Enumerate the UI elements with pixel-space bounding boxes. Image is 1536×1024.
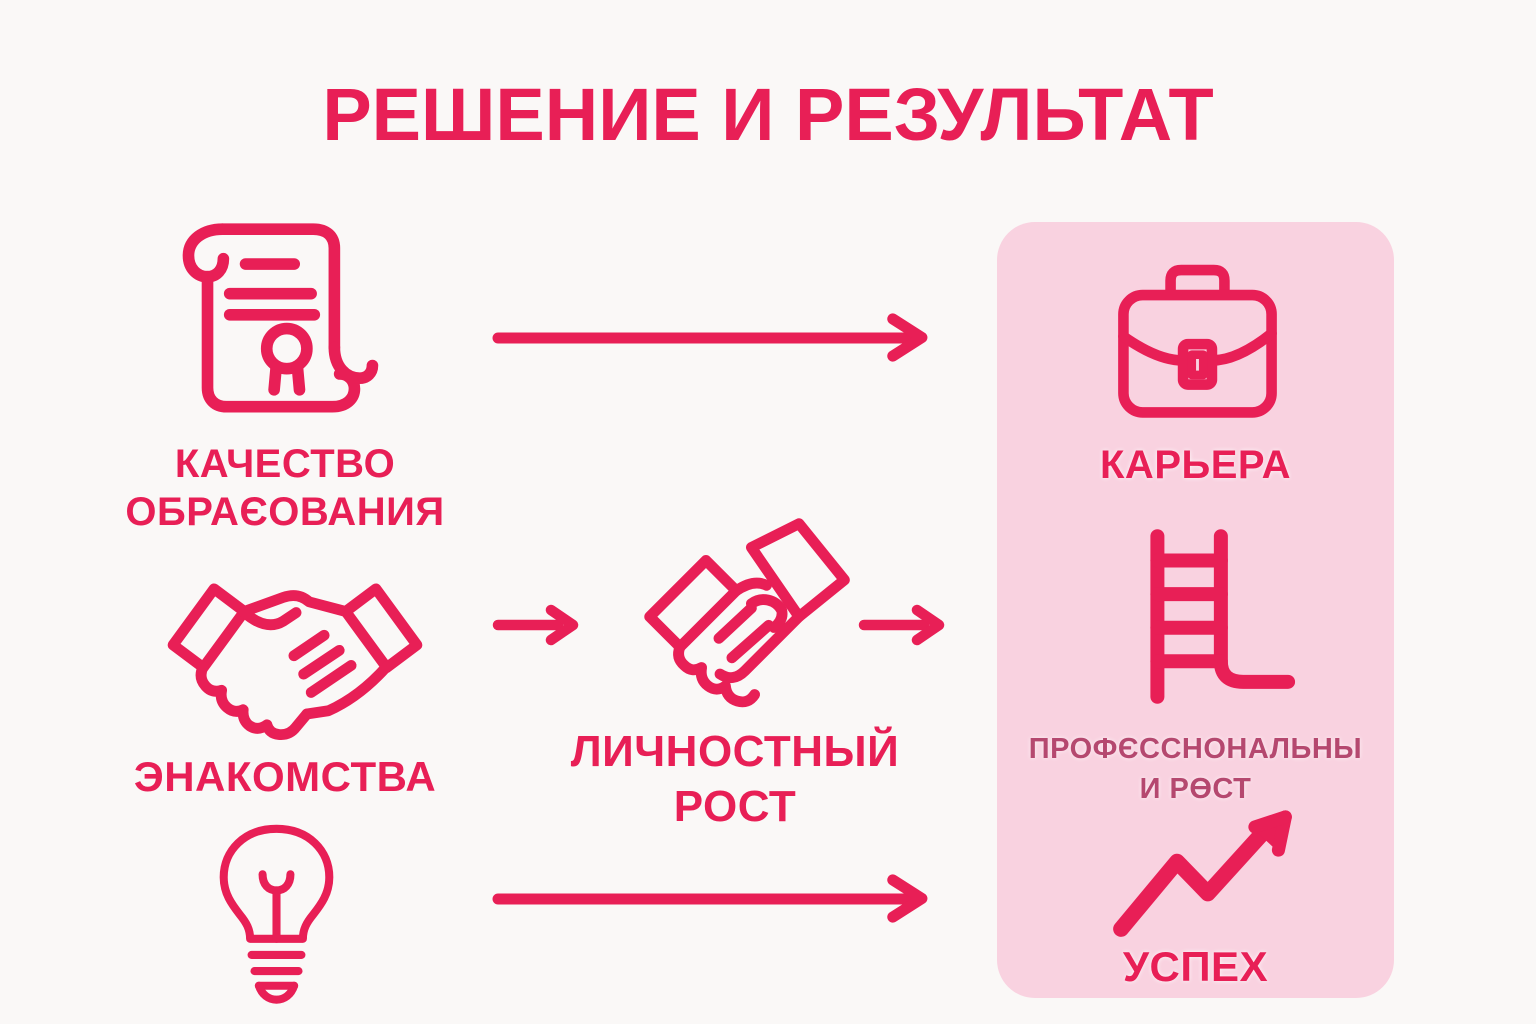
education-label-line2: ОБРАЄОВАНИЯ [125,490,445,534]
professional-growth-label-line1: ПРОФЄССНОНАЛЬНЫ [1028,733,1363,765]
handshake-icon [145,550,445,755]
success-label: УСПЕХ [1122,943,1269,990]
lightbulb-icon [203,820,350,1018]
handshake-icon [597,515,869,753]
education-label: КАЧЕСТВО ОБРАЄОВАНИЯ [60,440,510,536]
arrow-right-icon [858,599,950,651]
professional-growth-label-line2: И РӨСТ [1139,773,1252,805]
professional-growth-label: ПРОФЄССНОНАЛЬНЫ И РӨСТ [1000,729,1391,809]
arrow-right-icon [490,871,942,925]
personal-growth-label-line2: РОСТ [673,782,797,831]
arrow-right-icon [492,599,584,651]
trending-up-arrow-icon [1108,810,1304,947]
ladder-icon [1107,513,1303,720]
education-label-line1: КАЧЕСТВО [174,442,396,486]
znakomstva-label: ЭНАКОМСТВА [133,753,437,800]
page-title: РЕШЕНИЕ И РЕЗУЛЬТАТ [322,73,1214,156]
career-label: КАРЬЕРА [1100,443,1291,487]
personal-growth-label: ЛИЧНОСТНЫЙ РОСТ [525,724,945,834]
personal-growth-label-line1: ЛИЧНОСТНЫЙ [570,727,900,776]
arrow-right-icon [490,310,942,364]
briefcase-icon [1101,246,1294,423]
certificate-scroll-icon [158,208,386,430]
